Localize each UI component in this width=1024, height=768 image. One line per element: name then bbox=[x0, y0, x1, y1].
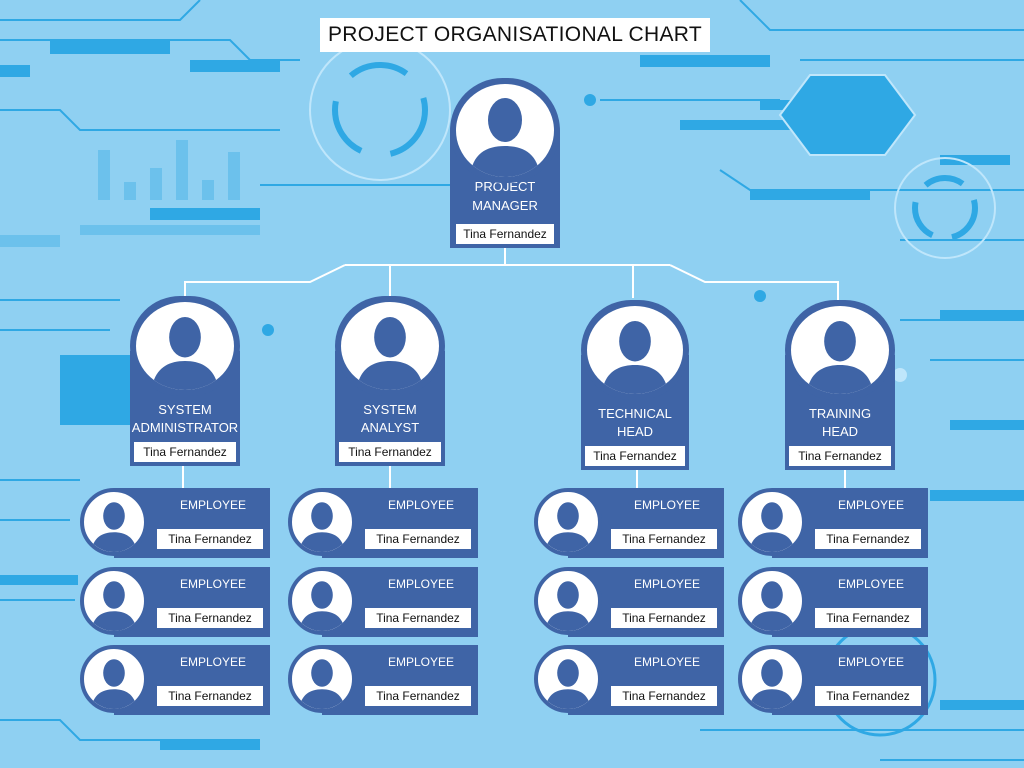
person-silhouette-icon bbox=[738, 488, 806, 556]
employee-role: EMPLOYEE bbox=[387, 498, 455, 512]
head-avatar bbox=[581, 300, 689, 400]
employee-name: Tina Fernandez bbox=[365, 686, 471, 706]
person-silhouette-icon bbox=[534, 488, 602, 556]
employee-name: Tina Fernandez bbox=[157, 529, 263, 549]
manager-avatar bbox=[450, 78, 560, 183]
head-role-line1: SYSTEM bbox=[363, 402, 417, 417]
person-silhouette-icon bbox=[80, 567, 148, 635]
person-silhouette-icon bbox=[738, 645, 806, 713]
person-silhouette-icon bbox=[738, 567, 806, 635]
head-name: Tina Fernandez bbox=[339, 442, 441, 462]
person-silhouette-icon bbox=[534, 567, 602, 635]
employee-role: EMPLOYEE bbox=[387, 577, 455, 591]
employee-role: EMPLOYEE bbox=[633, 577, 701, 591]
employee-card: EMPLOYEE Tina Fernandez bbox=[80, 488, 270, 558]
employee-card: EMPLOYEE Tina Fernandez bbox=[534, 488, 724, 558]
employee-role: EMPLOYEE bbox=[837, 498, 905, 512]
employee-name: Tina Fernandez bbox=[157, 686, 263, 706]
head-name: Tina Fernandez bbox=[789, 446, 891, 466]
head-name: Tina Fernandez bbox=[585, 446, 685, 466]
person-silhouette-icon bbox=[80, 645, 148, 713]
employee-role: EMPLOYEE bbox=[179, 498, 247, 512]
employee-card: EMPLOYEE Tina Fernandez bbox=[80, 645, 270, 715]
employee-card: EMPLOYEE Tina Fernandez bbox=[738, 567, 928, 637]
person-silhouette-icon bbox=[341, 302, 439, 390]
employee-role: EMPLOYEE bbox=[633, 655, 701, 669]
employee-name: Tina Fernandez bbox=[157, 608, 263, 628]
chart-title: PROJECT ORGANISATIONAL CHART bbox=[320, 18, 710, 52]
employee-card: EMPLOYEE Tina Fernandez bbox=[738, 488, 928, 558]
manager-role-line1: PROJECT bbox=[474, 179, 536, 194]
employee-card: EMPLOYEE Tina Fernandez bbox=[288, 567, 478, 637]
person-silhouette-icon bbox=[136, 302, 234, 390]
employee-role: EMPLOYEE bbox=[837, 655, 905, 669]
head-role-line1: TECHNICAL bbox=[598, 406, 672, 421]
head-avatar bbox=[785, 300, 895, 400]
person-silhouette-icon bbox=[288, 567, 356, 635]
employee-card: EMPLOYEE Tina Fernandez bbox=[288, 645, 478, 715]
employee-name: Tina Fernandez bbox=[365, 608, 471, 628]
employee-name: Tina Fernandez bbox=[815, 529, 921, 549]
employee-card: EMPLOYEE Tina Fernandez bbox=[534, 567, 724, 637]
employee-role: EMPLOYEE bbox=[179, 655, 247, 669]
head-name: Tina Fernandez bbox=[134, 442, 236, 462]
employee-card: EMPLOYEE Tina Fernandez bbox=[534, 645, 724, 715]
person-silhouette-icon bbox=[288, 488, 356, 556]
person-silhouette-icon bbox=[791, 306, 889, 394]
head-avatar bbox=[130, 296, 240, 396]
employee-card: EMPLOYEE Tina Fernandez bbox=[288, 488, 478, 558]
person-silhouette-icon bbox=[534, 645, 602, 713]
employee-role: EMPLOYEE bbox=[837, 577, 905, 591]
employee-role: EMPLOYEE bbox=[633, 498, 701, 512]
employee-name: Tina Fernandez bbox=[611, 608, 717, 628]
head-role-line2: HEAD bbox=[821, 424, 859, 439]
manager-role-line2: MANAGER bbox=[472, 198, 538, 213]
employee-card: EMPLOYEE Tina Fernandez bbox=[738, 645, 928, 715]
employee-name: Tina Fernandez bbox=[815, 686, 921, 706]
head-role-line2: ANALYST bbox=[360, 420, 420, 435]
employee-name: Tina Fernandez bbox=[365, 529, 471, 549]
employee-role: EMPLOYEE bbox=[179, 577, 247, 591]
manager-name: Tina Fernandez bbox=[456, 224, 554, 244]
employee-role: EMPLOYEE bbox=[387, 655, 455, 669]
person-silhouette-icon bbox=[456, 84, 554, 177]
head-role-line1: SYSTEM bbox=[158, 402, 212, 417]
head-avatar bbox=[335, 296, 445, 396]
head-role-line2: HEAD bbox=[616, 424, 654, 439]
person-silhouette-icon bbox=[288, 645, 356, 713]
person-silhouette-icon bbox=[80, 488, 148, 556]
person-silhouette-icon bbox=[587, 306, 683, 394]
head-role-line1: TRAINING bbox=[808, 406, 872, 421]
employee-card: EMPLOYEE Tina Fernandez bbox=[80, 567, 270, 637]
employee-name: Tina Fernandez bbox=[611, 686, 717, 706]
employee-name: Tina Fernandez bbox=[611, 529, 717, 549]
head-role-line2: ADMINISTRATOR bbox=[131, 420, 239, 435]
employee-name: Tina Fernandez bbox=[815, 608, 921, 628]
